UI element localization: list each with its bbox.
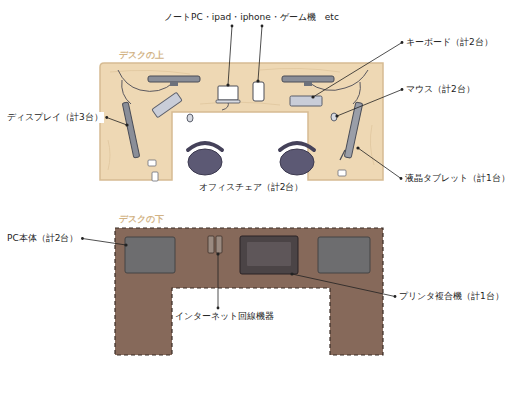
leader-line [313,43,402,98]
leader-line [258,26,262,81]
leader-dot [261,25,264,28]
cables [118,70,368,110]
laptop [216,86,240,103]
callout-label: 液晶タブレット（計1台） [404,173,511,184]
leader-dot [124,243,127,246]
callout-label: インターネット回線機器 [174,311,275,322]
leader-line [292,274,395,297]
callout-label: オフィスチェア（計2台） [198,182,305,193]
desk-bottom [115,228,383,355]
area-label: デスクの下 [118,214,165,225]
small-item [148,160,346,181]
leader-line [107,118,127,126]
callout-label: キーボード（計2台） [405,37,494,48]
leader-line [228,26,232,85]
leader-dot [311,95,314,98]
callout-label: PC本体（計2台） [6,233,79,244]
leader-dot [81,237,84,240]
leader-dot [290,272,293,275]
leader-dot [394,295,397,298]
callout-label: マウス（計2台） [405,84,476,95]
leader-dot [226,83,229,86]
area-label: デスクの上 [118,50,165,61]
leader-dot [105,116,108,119]
leader-dot [256,79,259,82]
printer [240,236,298,274]
callout-label: ノートPC・ipad・iphone・ゲーム機 etc [163,12,340,23]
leader-dot [401,41,404,44]
pc-body [125,237,370,273]
leader-dot [335,114,338,117]
leader-dot [400,177,403,180]
phone [253,82,264,101]
leader-line [337,90,402,117]
leader-line [358,148,401,179]
leader-dot [216,252,219,255]
leader-dot [231,25,234,28]
leader-line [218,254,219,308]
internet-device [208,236,222,253]
leader-dot [125,123,128,126]
office-chair [188,143,314,175]
display [122,76,334,158]
callout-label: プリンタ複合機（計1台） [398,291,505,302]
leader-line [82,239,126,246]
mouse [187,114,193,122]
leader-dot [401,88,404,91]
callout-label: ディスプレイ（計3台） [6,112,104,123]
stylus [340,150,345,160]
leader-dot [217,307,220,310]
leader-dot [356,146,359,149]
